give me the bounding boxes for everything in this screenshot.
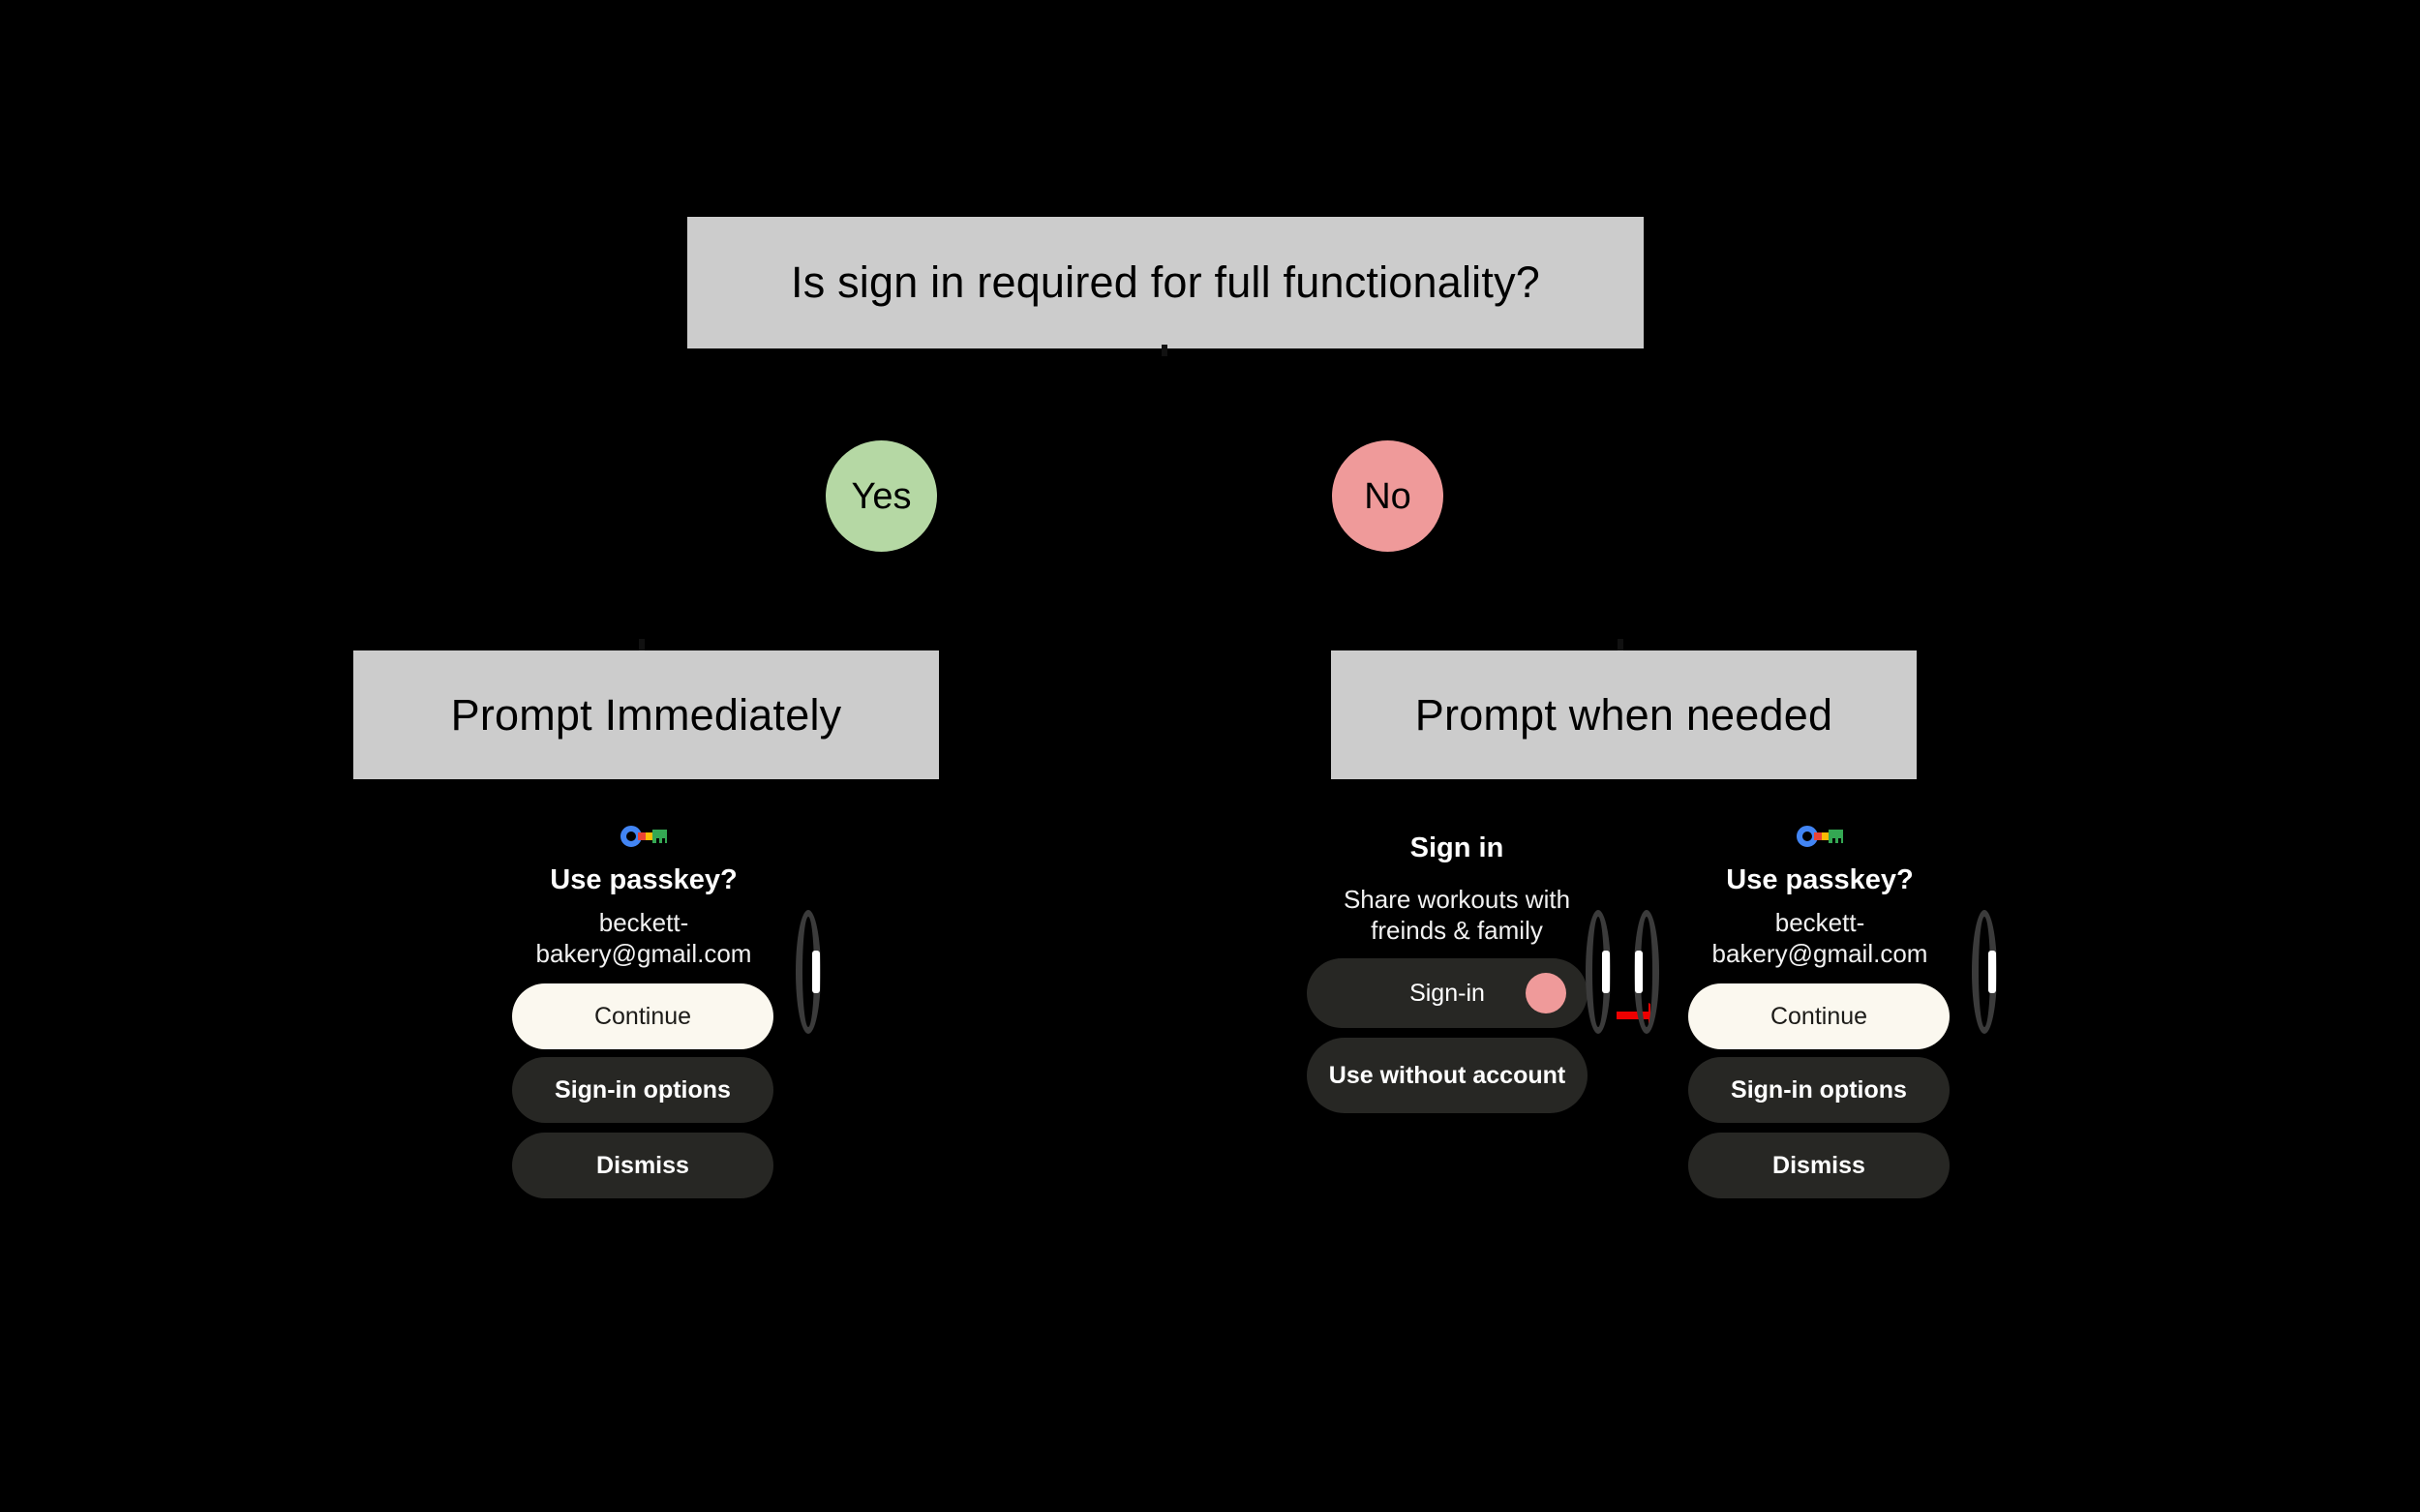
watch-mockup-left: Use passkey? beckett- bakery@gmail.com C… [474, 794, 813, 1336]
continue-button[interactable]: Continue [512, 983, 773, 1049]
decision-box-question: Is sign in required for full functionali… [687, 217, 1644, 348]
watch-subtitle-line2: freinds & family [1371, 916, 1543, 945]
continue-button[interactable]: Continue [1688, 983, 1950, 1049]
watch-title: Use passkey? [1726, 864, 1914, 895]
branch-label-yes: Yes [826, 440, 937, 552]
outcome-box-prompt-immediately: Prompt Immediately [353, 650, 939, 779]
dismiss-button[interactable]: Dismiss [512, 1133, 773, 1198]
google-passkey-key-icon [620, 826, 667, 847]
outcome-box-prompt-when-needed: Prompt when needed [1331, 650, 1917, 779]
watch-mockup-right: Use passkey? beckett- bakery@gmail.com C… [1650, 794, 1989, 1336]
sign-in-options-button[interactable]: Sign-in options [1688, 1057, 1950, 1123]
google-passkey-key-icon [1797, 826, 1843, 847]
watch-crown-middle-mockup[interactable] [1586, 910, 1611, 1034]
watch-crown-left-mockup[interactable] [796, 910, 821, 1034]
watch-screen: Sign in Share workouts with freinds & fa… [1307, 813, 1607, 1336]
dismiss-button[interactable]: Dismiss [1688, 1133, 1950, 1198]
connector-question-down [1162, 345, 1167, 356]
watch-subtitle-line1: Share workouts with [1343, 885, 1571, 914]
touch-indicator-dot [1526, 973, 1566, 1013]
connector-no-to-outcome [1618, 639, 1623, 652]
watch-crown-right-mockup[interactable] [1972, 910, 1997, 1034]
use-without-account-button[interactable]: Use without account [1307, 1038, 1588, 1113]
branch-label-no: No [1332, 440, 1443, 552]
watch-screen: Use passkey? beckett- bakery@gmail.com C… [474, 794, 813, 1336]
watch-subtitle-line1: beckett- [598, 908, 689, 937]
watch-title: Sign in [1409, 832, 1504, 863]
watch-title: Use passkey? [550, 864, 738, 895]
watch-screen: Use passkey? beckett- bakery@gmail.com C… [1650, 794, 1989, 1336]
connector-yes-to-outcome [639, 639, 645, 652]
watch-subtitle-line2: bakery@gmail.com [1711, 939, 1928, 968]
watch-rim-right-mockup-left-side [1634, 910, 1659, 1034]
watch-subtitle-line1: beckett- [1774, 908, 1865, 937]
sign-in-options-button[interactable]: Sign-in options [512, 1057, 773, 1123]
watch-subtitle-line2: bakery@gmail.com [535, 939, 752, 968]
watch-mockup-middle: Sign in Share workouts with freinds & fa… [1307, 813, 1607, 1336]
